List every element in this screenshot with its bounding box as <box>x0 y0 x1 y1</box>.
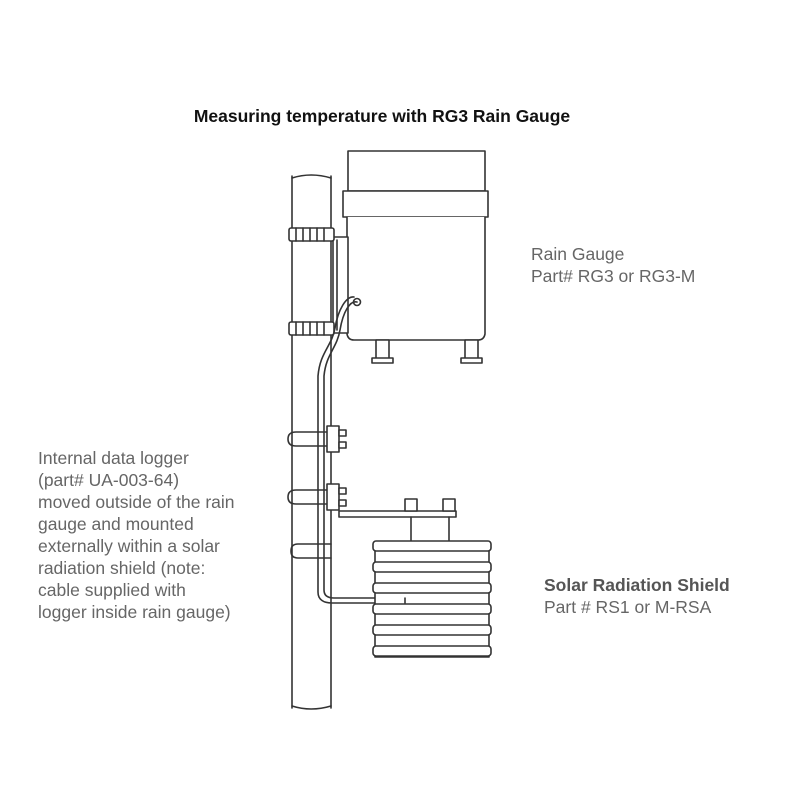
lower-pole-clamp <box>288 321 335 336</box>
rain-gauge-part: Part# RG3 or RG3-M <box>531 266 696 286</box>
logger-note-line: logger inside rain gauge) <box>38 602 231 622</box>
logger-note-line: externally within a solar <box>38 536 220 556</box>
upper-u-bolt <box>287 425 347 453</box>
cable-strap <box>290 543 332 559</box>
mounting-pole <box>291 174 332 710</box>
solar-shield-name: Solar Radiation Shield <box>544 575 730 595</box>
logger-note-line: moved outside of the rain <box>38 492 235 512</box>
logger-note-line: radiation shield (note: <box>38 558 206 578</box>
upper-pole-clamp <box>288 227 335 242</box>
logger-note: Internal data logger (part# UA-003-64) m… <box>38 447 235 623</box>
rain-gauge-name: Rain Gauge <box>531 244 625 264</box>
rain-gauge-label: Rain Gauge Part# RG3 or RG3-M <box>531 243 695 287</box>
logger-note-line: Internal data logger <box>38 448 189 468</box>
logger-note-line: gauge and mounted <box>38 514 194 534</box>
shield-mounting-arm <box>338 498 457 546</box>
logger-note-line: cable supplied with <box>38 580 186 600</box>
lower-u-bolt <box>287 483 347 511</box>
logger-cable <box>317 296 406 604</box>
solar-shield-label: Solar Radiation Shield Part # RS1 or M-R… <box>544 574 730 618</box>
logger-note-line: (part# UA-003-64) <box>38 470 180 490</box>
diagram-title: Measuring temperature with RG3 Rain Gaug… <box>193 106 571 126</box>
rain-gauge <box>332 150 489 364</box>
solar-radiation-shield <box>372 540 492 658</box>
solar-shield-part: Part # RS1 or M-RSA <box>544 597 712 617</box>
